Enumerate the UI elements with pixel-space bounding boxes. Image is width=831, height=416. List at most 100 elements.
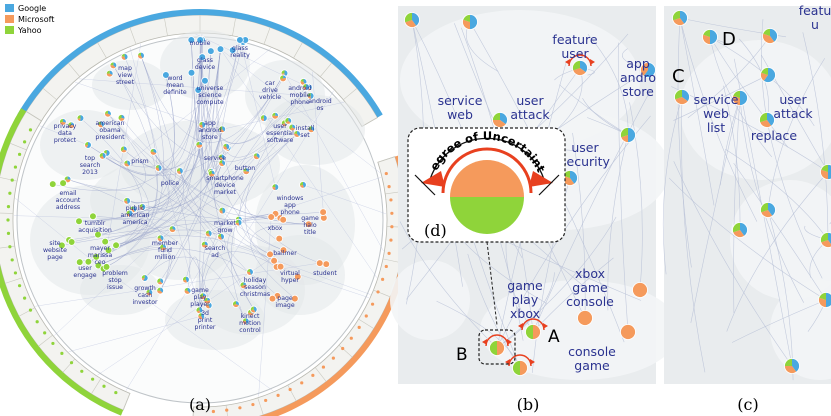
topic-node[interactable] <box>242 167 251 176</box>
topic-node[interactable] <box>203 296 212 305</box>
topic-node[interactable] <box>252 152 261 161</box>
topic-node[interactable] <box>140 274 149 282</box>
topic-node[interactable] <box>267 213 276 221</box>
topic-node[interactable] <box>104 246 113 255</box>
topic-node[interactable] <box>187 36 196 44</box>
topic-node[interactable] <box>207 169 216 178</box>
topic-node[interactable] <box>246 268 254 276</box>
topic-node[interactable] <box>302 83 310 91</box>
topic-node[interactable] <box>123 159 132 168</box>
topic-node[interactable] <box>284 117 293 125</box>
topic-node[interactable] <box>762 28 778 44</box>
topic-node[interactable] <box>58 241 66 250</box>
topic-node[interactable] <box>89 212 97 221</box>
topic-node[interactable] <box>319 208 327 216</box>
topic-node[interactable] <box>84 141 92 149</box>
topic-node[interactable] <box>105 69 114 78</box>
topic-node[interactable] <box>75 217 83 226</box>
topic-node[interactable] <box>760 202 776 218</box>
topic-node[interactable] <box>702 29 718 45</box>
topic-node[interactable] <box>195 140 204 149</box>
topic-node[interactable] <box>489 340 505 356</box>
topic-node[interactable] <box>112 241 120 250</box>
topic-node[interactable] <box>759 112 775 128</box>
topic-node[interactable] <box>276 262 285 271</box>
topic-node[interactable] <box>138 203 147 211</box>
topic-node[interactable] <box>194 86 203 94</box>
topic-node[interactable] <box>732 90 748 106</box>
topic-node[interactable] <box>620 127 636 143</box>
topic-node[interactable] <box>462 14 478 30</box>
topic-node[interactable] <box>183 287 192 295</box>
topic-node[interactable] <box>315 259 324 267</box>
topic-node[interactable] <box>306 92 315 100</box>
topic-node[interactable] <box>218 159 226 167</box>
topic-node[interactable] <box>404 12 420 28</box>
topic-node[interactable] <box>577 310 593 326</box>
topic-node[interactable] <box>97 120 105 129</box>
topic-node[interactable] <box>123 197 131 205</box>
topic-node[interactable] <box>162 71 170 79</box>
topic-node[interactable] <box>232 300 240 308</box>
topic-node[interactable] <box>820 232 831 248</box>
topic-node[interactable] <box>198 53 207 61</box>
topic-node[interactable] <box>94 230 102 239</box>
topic-node[interactable] <box>216 45 225 53</box>
topic-node[interactable] <box>760 67 776 83</box>
topic-node[interactable] <box>75 258 84 266</box>
topic-node[interactable] <box>239 281 248 290</box>
topic-node[interactable] <box>120 53 129 61</box>
topic-node[interactable] <box>512 360 528 376</box>
topic-node[interactable] <box>492 112 508 128</box>
topic-node[interactable] <box>218 206 227 215</box>
topic-node[interactable] <box>234 218 243 227</box>
topic-node[interactable] <box>299 181 307 189</box>
topic-node[interactable] <box>207 47 215 55</box>
topic-node[interactable] <box>125 209 134 218</box>
topic-node[interactable] <box>322 260 331 268</box>
topic-node[interactable] <box>84 257 93 266</box>
topic-node[interactable] <box>279 74 287 83</box>
topic-node[interactable] <box>201 240 209 249</box>
topic-node[interactable] <box>732 222 748 238</box>
topic-node[interactable] <box>249 305 258 314</box>
topic-node[interactable] <box>271 111 279 120</box>
topic-node[interactable] <box>293 130 301 138</box>
topic-node[interactable] <box>242 317 250 326</box>
topic-node[interactable] <box>101 237 109 246</box>
topic-node[interactable] <box>525 324 541 340</box>
topic-node[interactable] <box>156 286 164 295</box>
topic-node[interactable] <box>307 125 316 134</box>
topic-node[interactable] <box>291 294 299 303</box>
topic-node[interactable] <box>149 148 158 156</box>
topic-node[interactable] <box>102 263 111 271</box>
topic-node[interactable] <box>288 123 297 132</box>
topic-node[interactable] <box>156 277 165 286</box>
topic-node[interactable] <box>218 125 226 134</box>
topic-node[interactable] <box>182 275 190 284</box>
topic-node[interactable] <box>266 250 274 259</box>
topic-node[interactable] <box>104 110 112 118</box>
topic-node[interactable] <box>572 60 588 76</box>
topic-node[interactable] <box>168 225 177 233</box>
topic-node[interactable] <box>201 76 209 85</box>
topic-node[interactable] <box>117 114 126 122</box>
topic-node[interactable] <box>159 243 167 252</box>
topic-node[interactable] <box>156 234 165 243</box>
topic-node[interactable] <box>818 292 831 308</box>
topic-node[interactable] <box>222 142 231 151</box>
topic-node[interactable] <box>98 152 107 160</box>
topic-node[interactable] <box>820 164 831 180</box>
topic-node[interactable] <box>176 167 184 175</box>
topic-node[interactable] <box>672 10 688 26</box>
topic-node[interactable] <box>67 238 76 246</box>
topic-node[interactable] <box>784 358 800 374</box>
topic-node[interactable] <box>120 145 128 154</box>
topic-node[interactable] <box>59 118 67 126</box>
topic-node[interactable] <box>236 36 244 44</box>
topic-node[interactable] <box>187 69 196 77</box>
topic-node[interactable] <box>48 180 57 188</box>
topic-node[interactable] <box>154 164 163 172</box>
topic-node[interactable] <box>270 256 278 265</box>
topic-node[interactable] <box>260 114 268 122</box>
